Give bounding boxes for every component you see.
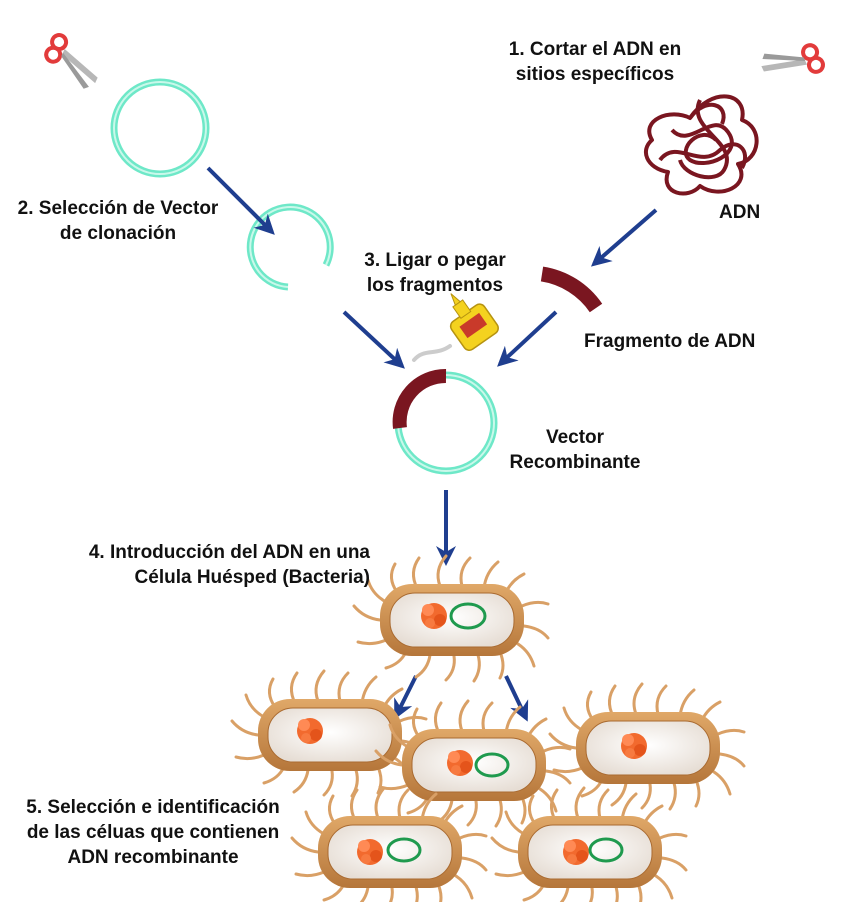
scissors-icon [44, 33, 98, 89]
step1-line2: sitios específicos [515, 64, 675, 85]
step4-label: 4. Introducción del ADN en una Célula Hu… [30, 540, 370, 590]
vector-label: Vector Recombinante [500, 425, 650, 475]
vector-line2: Recombinante [509, 452, 641, 473]
step2-line2: de clonación [59, 223, 177, 244]
step5-line2: de las céluas que contienen [26, 822, 280, 843]
cloning-vector [110, 78, 210, 178]
step4-line2: Célula Huésped (Bacteria) [134, 567, 370, 588]
bacterium-with-plasmid [290, 786, 488, 902]
bacterium-with-plasmid [490, 786, 688, 902]
step1-label: 1. Cortar el ADN en sitios específicos [470, 37, 720, 87]
recombinant-vector [392, 368, 498, 475]
opened-vector [246, 203, 334, 291]
scissors-icon [761, 43, 825, 74]
bacterium-with-plasmid [374, 699, 572, 828]
step3-line1: 3. Ligar o pegar [364, 250, 506, 271]
fragment-label: Fragmento de ADN [584, 331, 756, 352]
bacterium-no-plasmid [230, 669, 428, 798]
adn-label: ADN [719, 202, 761, 223]
glue-bottle-icon [449, 293, 499, 351]
step5-label: 5. Selección e identificación de las cél… [0, 795, 306, 870]
bacterium-no-plasmid [548, 682, 746, 811]
step2-line1: 2. Selección de Vector [17, 198, 219, 219]
host-bacterium [352, 554, 550, 683]
step1-line1: 1. Cortar el ADN en [508, 39, 682, 60]
vector-line1: Vector [545, 427, 605, 448]
dna-tangle [643, 94, 759, 196]
step3-line2: los fragmentos [366, 275, 504, 296]
dna-fragment [540, 266, 603, 313]
step3-label: 3. Ligar o pegar los fragmentos [340, 248, 530, 298]
step5-line1: 5. Selección e identificación [26, 797, 280, 818]
glue-drip [412, 344, 452, 362]
step2-label: 2. Selección de Vector de clonación [0, 196, 236, 246]
step5-line3: ADN recombinante [67, 847, 239, 868]
step4-line1: 4. Introducción del ADN en una [88, 542, 370, 563]
process-arrows [206, 166, 658, 722]
